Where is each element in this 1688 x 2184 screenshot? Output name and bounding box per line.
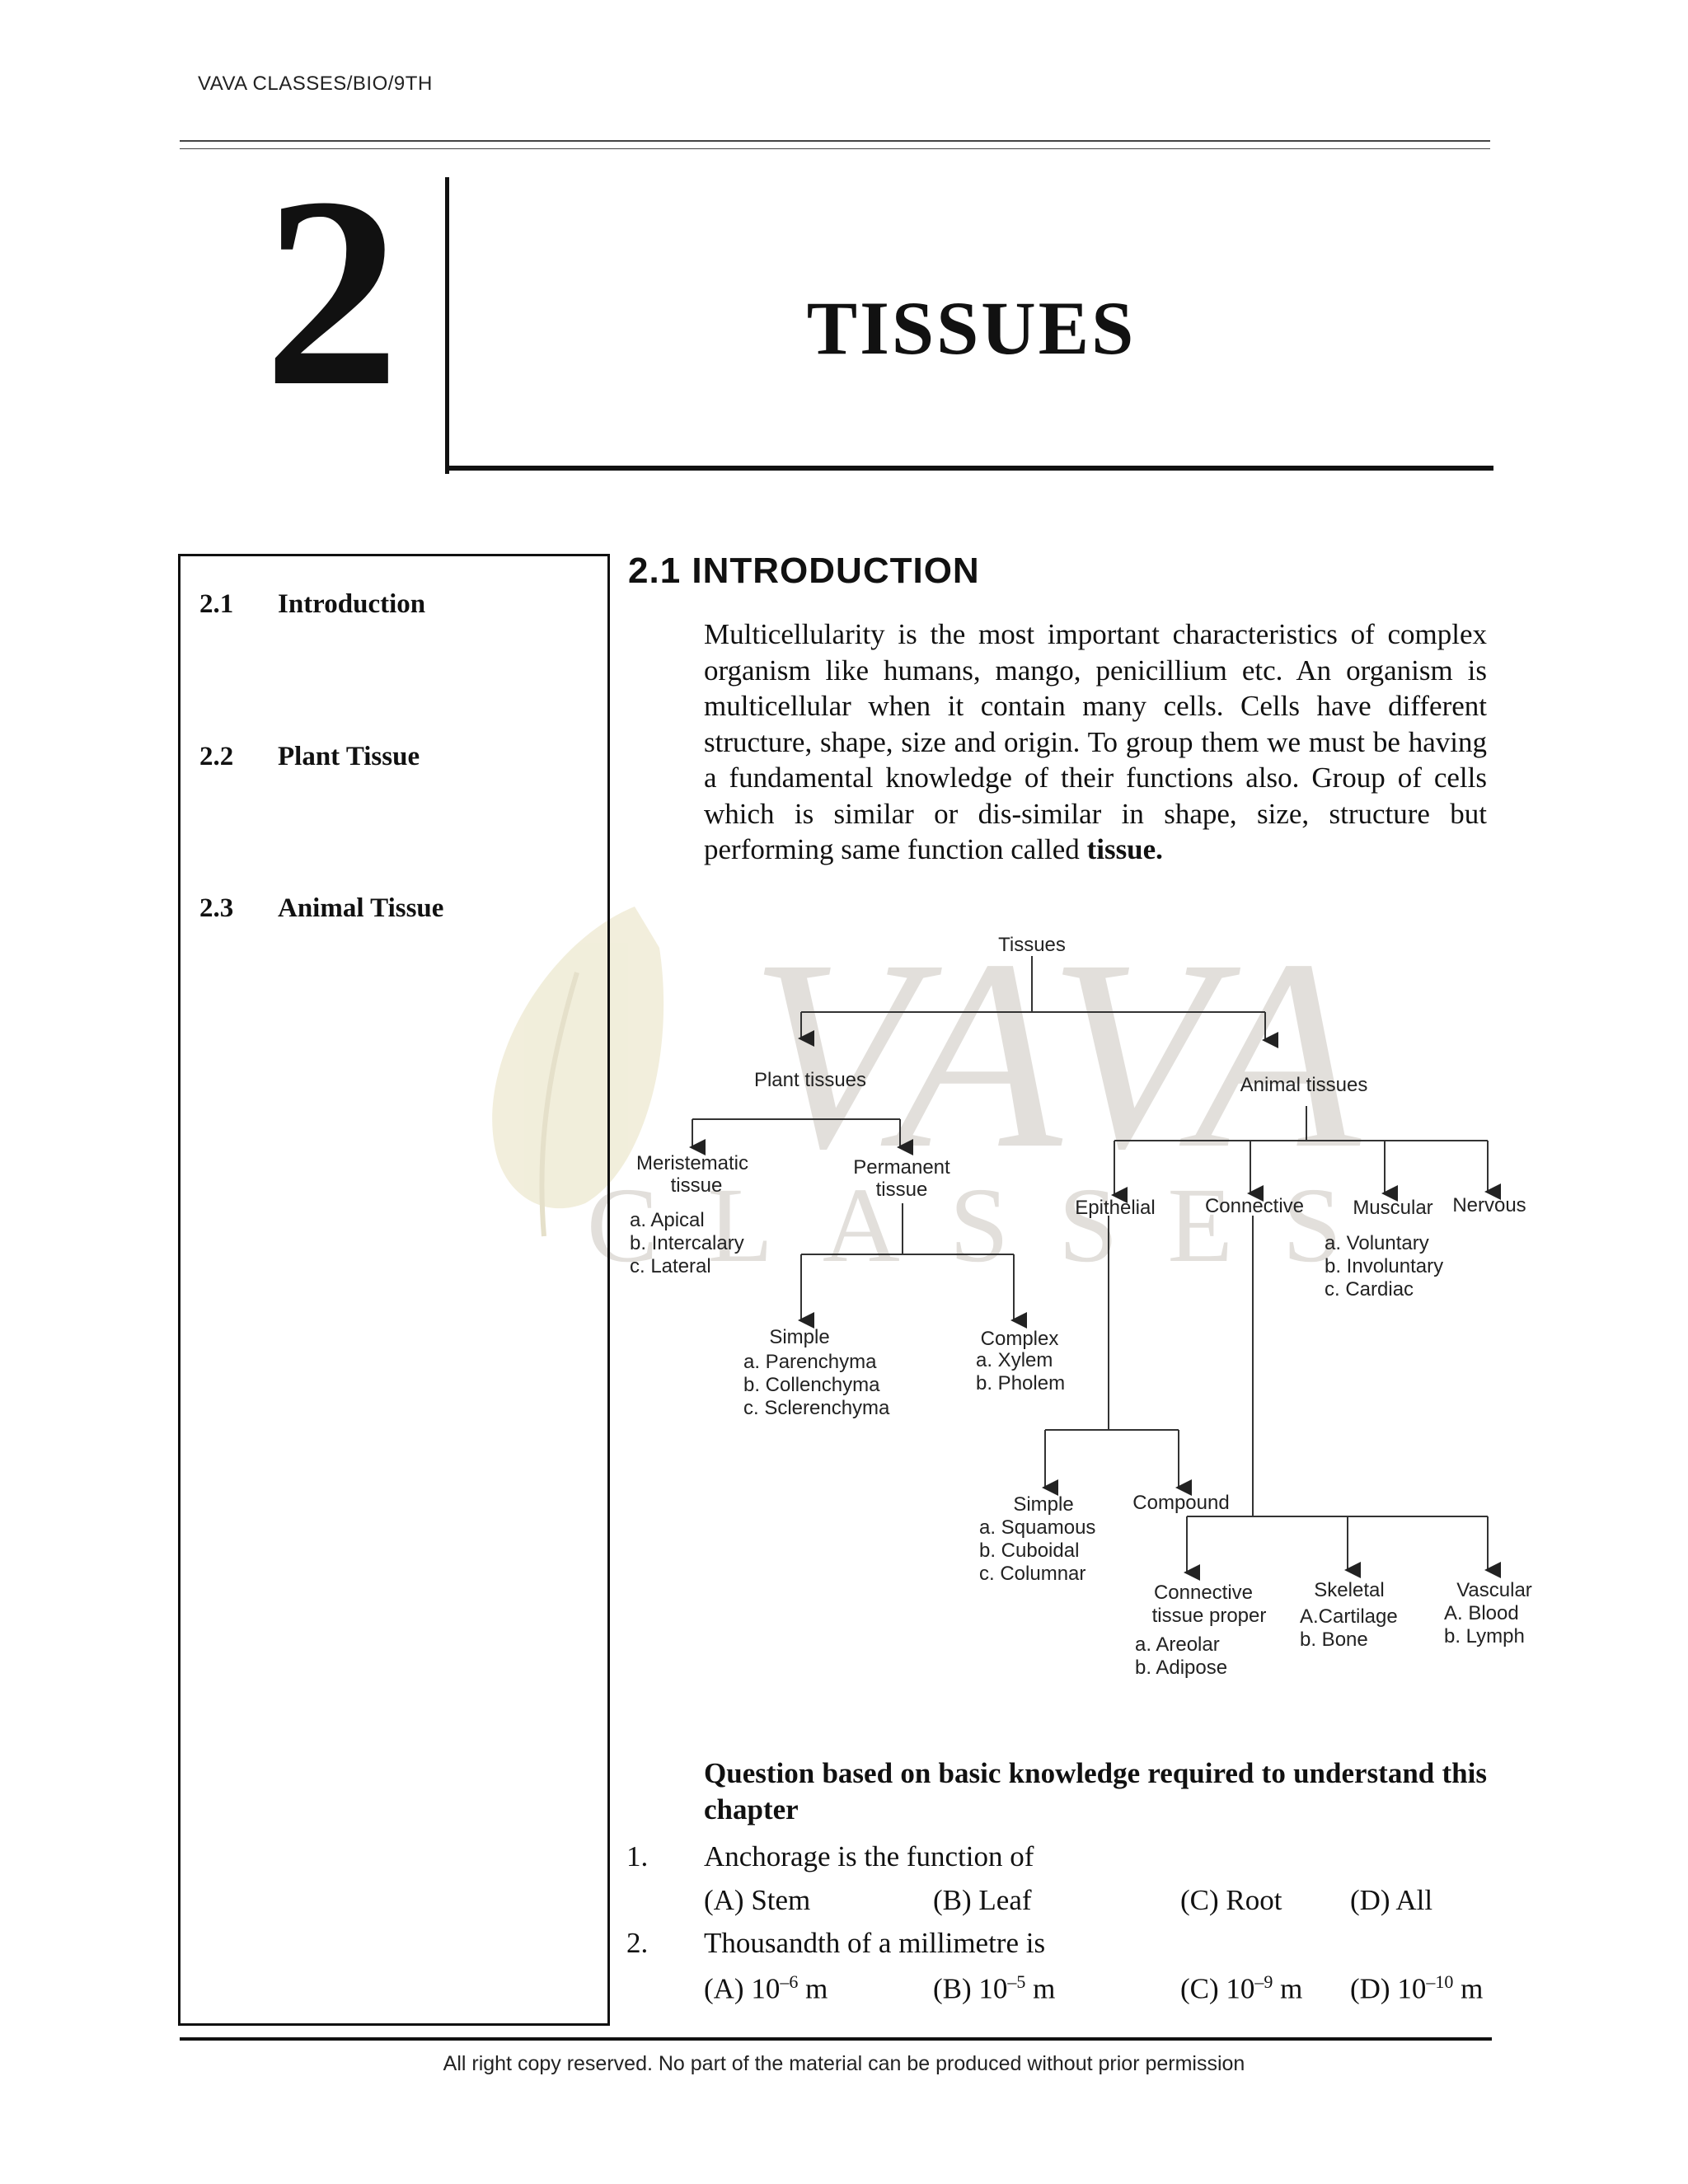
toc-item-plant-tissue[interactable]: 2.2 Plant Tissue [199,742,420,772]
toc-box [178,554,610,2026]
node-plant-tissues: Plant tissues [754,1069,866,1091]
toc-item-animal-tissue[interactable]: 2.3 Animal Tissue [199,893,443,924]
epithelial-simple-item: b. Cuboidal [979,1540,1079,1562]
ctp-item: b. Adipose [1135,1657,1227,1679]
questions-heading: Question based on basic knowledge requir… [704,1757,1487,1825]
chapter-divider-horizontal [445,466,1493,471]
node-epithelial-simple: Simple [1013,1493,1073,1516]
node-animal-tissues: Animal tissues [1240,1074,1368,1096]
toc-item-label: Introduction [278,589,426,619]
node-connective: Connective [1205,1195,1304,1217]
toc-item-introduction[interactable]: 2.1 Introduction [199,589,425,620]
node-plant-simple: Simple [769,1326,829,1348]
question-1-option-a[interactable]: (A) Stem [704,1884,811,1916]
epithelial-simple-item: c. Columnar [979,1563,1085,1585]
skeletal-item: b. Bone [1300,1629,1368,1651]
question-1-option-b[interactable]: (B) Leaf [933,1884,1032,1916]
question-2-option-a[interactable]: (A) 10–6 m [704,1971,828,2005]
question-1-option-d[interactable]: (D) All [1350,1884,1433,1916]
question-2-number: 2. [626,1927,649,1959]
node-meristematic-line2: tissue [671,1174,723,1197]
chapter-title: TISSUES [806,286,1137,370]
intro-bold-term: tissue. [1086,833,1163,865]
toc-item-number: 2.2 [199,742,234,771]
node-tissues: Tissues [998,934,1066,956]
question-2-option-c[interactable]: (C) 10–9 m [1180,1971,1303,2005]
toc-item-label: Plant Tissue [278,742,420,771]
vascular-item: b. Lymph [1444,1625,1525,1647]
question-1-number: 1. [626,1840,649,1872]
muscular-item: b. Involuntary [1325,1255,1443,1277]
ctp-item: a. Areolar [1135,1633,1220,1656]
plant-complex-item: b. Pholem [976,1372,1065,1394]
node-nervous: Nervous [1452,1194,1526,1216]
node-skeletal: Skeletal [1314,1579,1384,1601]
header-rule-bottom [180,148,1490,149]
page-footer: All right copy reserved. No part of the … [443,2052,1245,2075]
meristematic-item: c. Lateral [630,1255,711,1277]
toc-item-number: 2.1 [199,589,234,619]
plant-simple-item: c. Sclerenchyma [743,1397,890,1419]
epithelial-simple-item: a. Squamous [979,1516,1095,1539]
node-epithelial-compound: Compound [1132,1492,1229,1514]
toc-item-label: Animal Tissue [278,893,444,923]
plant-complex-item: a. Xylem [976,1349,1053,1371]
question-2-text: Thousandth of a millimetre is [704,1927,1046,1959]
intro-text: Multicellularity is the most important c… [704,618,1487,865]
node-vascular: Vascular [1456,1579,1532,1601]
page-header: VAVA CLASSES/BIO/9TH [198,73,433,95]
question-2-option-b[interactable]: (B) 10–5 m [933,1971,1056,2005]
diagram-connectors [689,956,1501,1581]
footer-rule [180,2037,1492,2041]
node-epithelial: Epithelial [1075,1197,1155,1219]
node-meristematic-line1: Meristematic [636,1152,748,1174]
vascular-item: A. Blood [1444,1602,1519,1624]
node-muscular: Muscular [1353,1197,1432,1219]
node-ctp-line2: tissue proper [1152,1605,1267,1627]
muscular-item: a. Voluntary [1325,1232,1429,1254]
node-permanent-line2: tissue [876,1179,928,1201]
node-permanent-line1: Permanent [853,1156,950,1179]
plant-simple-item: a. Parenchyma [743,1351,877,1373]
chapter-number: 2 [264,142,400,443]
question-1-text: Anchorage is the function of [704,1840,1034,1872]
question-2-option-d[interactable]: (D) 10–10 m [1350,1971,1484,2005]
plant-simple-item: b. Collenchyma [743,1374,880,1396]
node-ctp-line1: Connective [1154,1582,1253,1604]
muscular-item: c. Cardiac [1325,1278,1414,1301]
chapter-divider-vertical [445,177,449,474]
node-plant-complex: Complex [981,1328,1059,1350]
tissue-classification-diagram: Tissues Plant tissues Animal tissues Mer… [630,934,1532,1679]
skeletal-item: A.Cartilage [1300,1605,1398,1628]
section-title: 2.1 INTRODUCTION [628,551,980,591]
header-rule-top [180,140,1490,142]
toc-item-number: 2.3 [199,893,234,923]
question-1-option-c[interactable]: (C) Root [1180,1884,1282,1916]
meristematic-item: b. Intercalary [630,1232,744,1254]
meristematic-item: a. Apical [630,1209,705,1231]
intro-paragraph: Multicellularity is the most important c… [704,616,1487,868]
